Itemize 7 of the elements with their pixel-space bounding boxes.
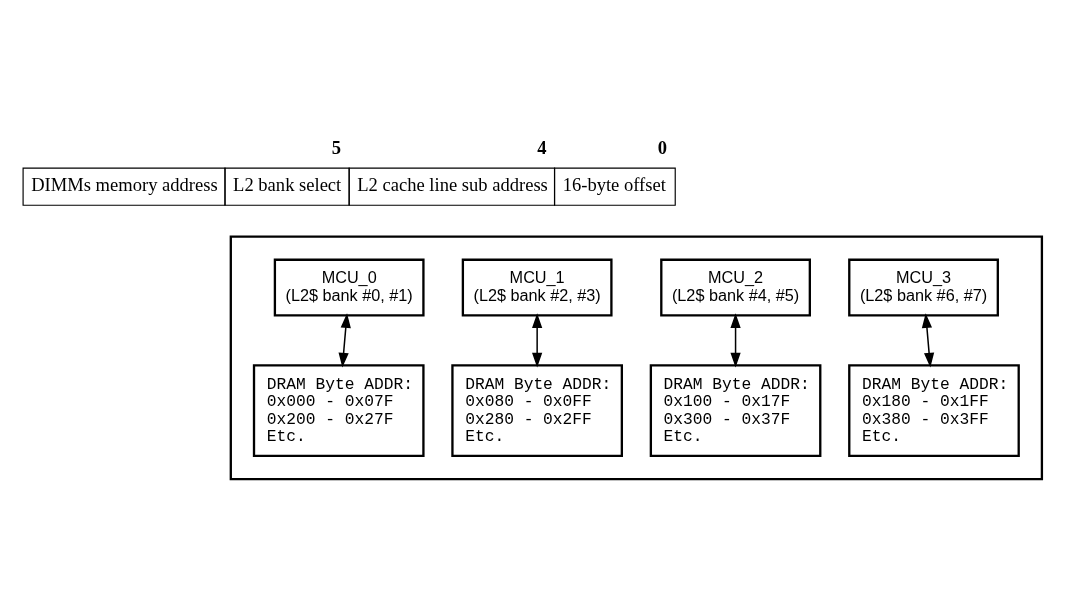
label: 4	[537, 136, 547, 158]
label: DIMMs memory address	[31, 173, 218, 195]
label: 5	[331, 136, 342, 158]
label: 16-byte offset	[562, 173, 666, 195]
label: 0	[657, 136, 668, 158]
label: L2 cache line sub address	[357, 173, 548, 195]
label: L2 bank select	[233, 173, 342, 195]
